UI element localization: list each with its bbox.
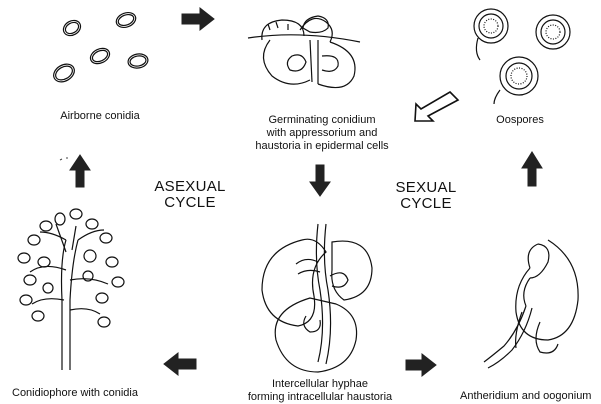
arrow-down-icon	[310, 165, 330, 196]
arrow-right-icon	[182, 8, 214, 30]
antheridium-oogonium-illustration	[484, 240, 578, 368]
oospores-illustration	[474, 9, 570, 104]
airborne-conidia-label: Airborne conidia	[40, 110, 160, 123]
arrow-up-icon	[522, 152, 542, 186]
arrow-right-icon	[406, 354, 436, 376]
conidiophore-illustration	[18, 209, 124, 370]
airborne-conidia-illustration	[50, 10, 149, 85]
asexual-cycle-label: ASEXUAL CYCLE	[140, 179, 240, 211]
intercellular-hyphae-illustration	[262, 224, 372, 372]
open-arrow-icon	[415, 92, 458, 121]
intercellular-hyphae-label: Intercellular hyphae forming intracellul…	[230, 378, 410, 404]
antheridium-oogonium-label: Antheridium and oogonium	[460, 390, 601, 403]
arrow-up-icon	[70, 155, 90, 187]
germinating-conidium-illustration	[248, 16, 360, 88]
germinating-conidium-label: Germinating conidium with appressorium a…	[232, 114, 412, 153]
sexual-cycle-label: SEXUAL CYCLE	[376, 180, 476, 212]
conidiophore-label: Conidiophore with conidia	[12, 387, 162, 400]
arrow-left-icon	[164, 353, 196, 375]
oospores-label: Oospores	[470, 114, 570, 127]
